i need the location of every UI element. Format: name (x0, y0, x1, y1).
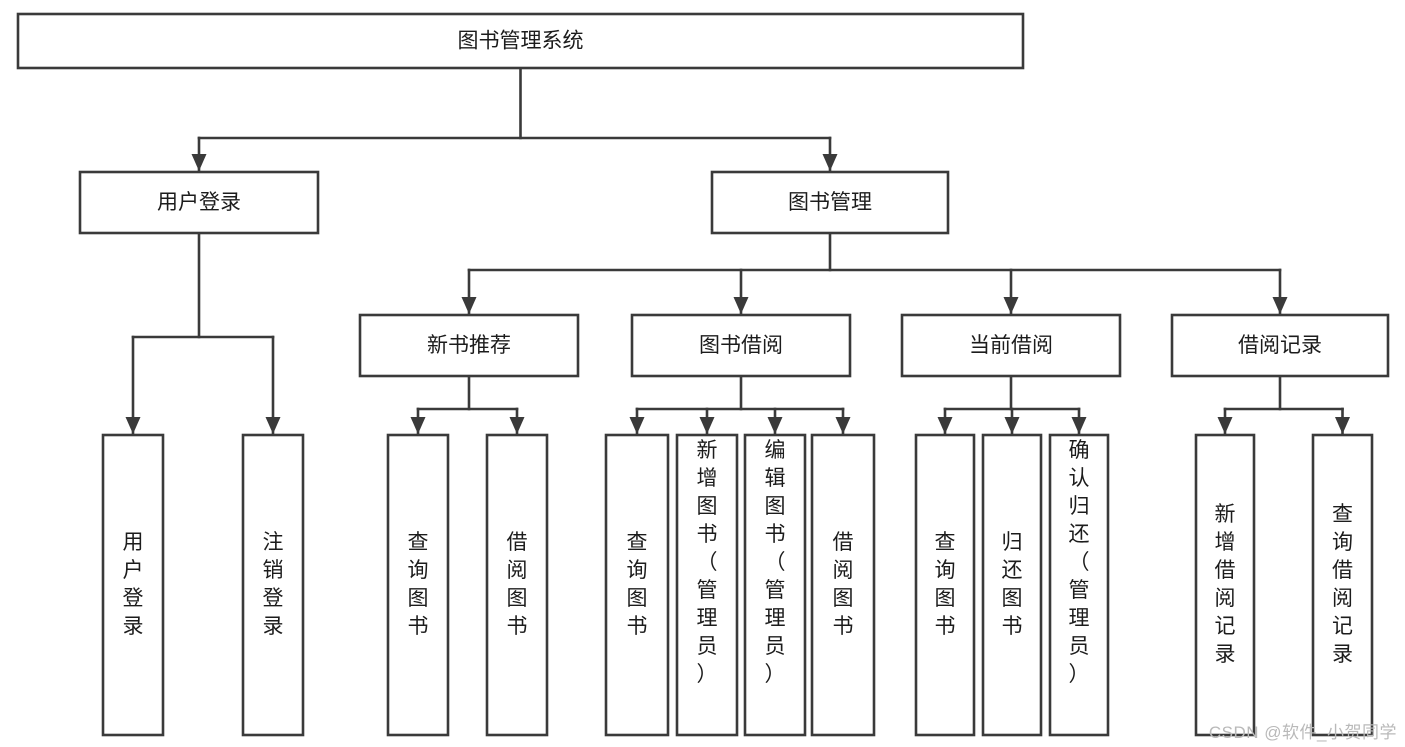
level3-box[interactable] (358, 313, 580, 378)
leaf-node[interactable]: 新增借阅记录 (1194, 433, 1256, 737)
arrow-head-icon (191, 154, 207, 171)
leaf-label: 注销登录 (263, 531, 284, 638)
leaf-node[interactable]: 用户登录 (101, 433, 165, 737)
leaf-node[interactable]: 确认归还（管理员） (1048, 433, 1110, 737)
leaf-label: 借阅图书 (833, 531, 854, 638)
arrow-head-icon (629, 417, 645, 434)
level3-label: 当前借阅 (969, 334, 1053, 357)
leaf-box[interactable] (604, 433, 670, 737)
leaf-box[interactable] (810, 433, 876, 737)
leaf-box[interactable] (1048, 433, 1110, 737)
level2-node[interactable]: 图书管理 (710, 170, 950, 235)
leaf-box[interactable] (981, 433, 1043, 737)
arrow-head-icon (937, 417, 953, 434)
leaf-label: 借阅图书 (507, 531, 528, 638)
level3-box[interactable] (900, 313, 1122, 378)
leaf-box[interactable] (1311, 433, 1374, 737)
leaf-label: 查询图书 (408, 531, 429, 638)
arrow-head-icon (1272, 297, 1288, 314)
arrow-head-icon (1217, 417, 1233, 434)
node-layer: 图书管理系统用户登录图书管理新书推荐图书借阅当前借阅借阅记录用户登录注销登录查询… (16, 12, 1390, 737)
arrow-head-icon (1335, 417, 1350, 434)
arrow-head-icon (767, 417, 783, 434)
arrow-head-icon (410, 417, 426, 434)
leaf-node[interactable]: 查询图书 (604, 433, 670, 737)
level2-node[interactable]: 用户登录 (78, 170, 320, 235)
level3-node[interactable]: 借阅记录 (1170, 313, 1390, 378)
leaf-box[interactable] (1194, 433, 1256, 737)
leaf-node[interactable]: 查询图书 (386, 433, 450, 737)
leaf-label: 新增图书（管理员） (697, 439, 718, 686)
leaf-node[interactable]: 编辑图书（管理员） (743, 433, 807, 737)
level2-label: 图书管理 (788, 191, 872, 214)
level3-label: 新书推荐 (427, 334, 511, 357)
leaf-label: 查询图书 (627, 531, 648, 638)
leaf-label: 确认归还（管理员） (1069, 439, 1090, 686)
leaf-node[interactable]: 查询借阅记录 (1311, 433, 1374, 737)
leaf-node[interactable]: 查询图书 (914, 433, 976, 737)
arrow-head-icon (733, 297, 749, 314)
leaf-box[interactable] (485, 433, 549, 737)
level2-box[interactable] (710, 170, 950, 235)
leaf-box[interactable] (675, 433, 739, 737)
leaf-label: 查询借阅记录 (1332, 503, 1353, 666)
arrow-head-icon (125, 417, 141, 434)
level2-box[interactable] (78, 170, 320, 235)
leaf-box[interactable] (914, 433, 976, 737)
level2-label: 用户登录 (157, 191, 241, 214)
arrow-head-icon (1071, 417, 1087, 434)
leaf-node[interactable]: 借阅图书 (810, 433, 876, 737)
leaf-box[interactable] (101, 433, 165, 737)
level3-box[interactable] (630, 313, 852, 378)
leaf-box[interactable] (386, 433, 450, 737)
leaf-label: 用户登录 (123, 531, 144, 638)
level3-node[interactable]: 新书推荐 (358, 313, 580, 378)
arrow-head-icon (265, 417, 281, 434)
arrow-head-icon (509, 417, 525, 434)
csdn-watermark: CSDN @软件_小贺同学 (1208, 723, 1397, 742)
arrow-head-icon (1004, 417, 1020, 434)
root-label: 图书管理系统 (458, 30, 584, 53)
level3-node[interactable]: 当前借阅 (900, 313, 1122, 378)
leaf-label: 编辑图书（管理员） (765, 439, 786, 686)
level3-label: 借阅记录 (1238, 334, 1322, 357)
leaf-box[interactable] (241, 433, 305, 737)
level3-box[interactable] (1170, 313, 1390, 378)
arrow-head-icon (1003, 297, 1019, 314)
arrow-head-icon (822, 154, 838, 171)
leaf-label: 归还图书 (1002, 531, 1023, 638)
leaf-box[interactable] (743, 433, 807, 737)
root-box[interactable] (16, 12, 1025, 70)
arrow-head-icon (835, 417, 851, 434)
level3-label: 图书借阅 (699, 334, 783, 357)
connector-layer (125, 66, 1350, 435)
leaf-label: 新增借阅记录 (1215, 503, 1236, 666)
leaf-label: 查询图书 (935, 531, 956, 638)
leaf-node[interactable]: 注销登录 (241, 433, 305, 737)
leaf-node[interactable]: 新增图书（管理员） (675, 433, 739, 737)
root-node[interactable]: 图书管理系统 (16, 12, 1025, 70)
leaf-node[interactable]: 借阅图书 (485, 433, 549, 737)
level3-node[interactable]: 图书借阅 (630, 313, 852, 378)
arrow-head-icon (461, 297, 477, 314)
leaf-node[interactable]: 归还图书 (981, 433, 1043, 737)
arrow-head-icon (699, 417, 715, 434)
